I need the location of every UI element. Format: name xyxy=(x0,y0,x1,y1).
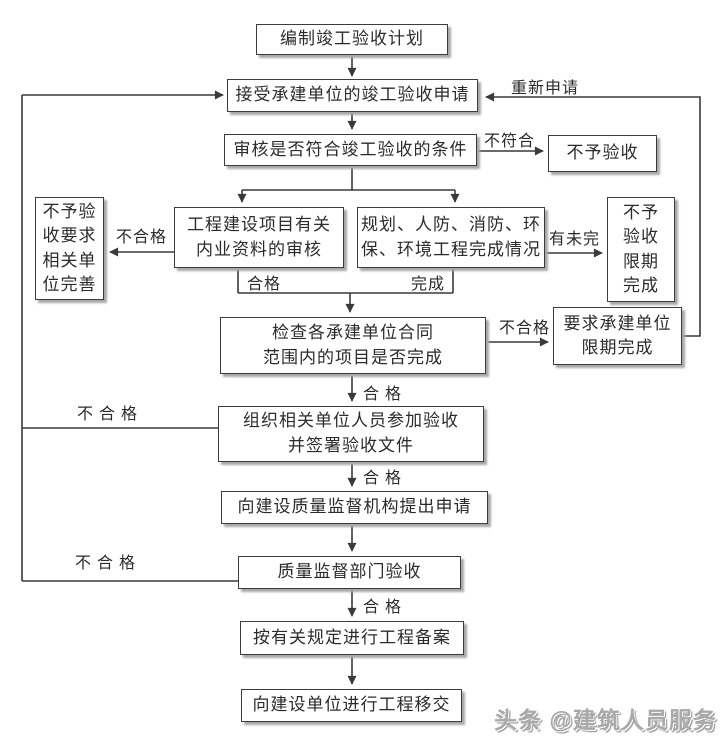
edge-label-unfinished: 有未完 xyxy=(549,231,601,248)
step-apply-quality-supervision: 向建设质量监督机构提出申请 xyxy=(221,491,488,524)
edge-label-reapply: 重新申请 xyxy=(511,80,580,97)
toutiao-watermark: 头条 @建筑人员服务 xyxy=(494,707,717,733)
arrow-reapply-loop xyxy=(485,92,701,337)
edge-label-qualified-sign: 合 格 xyxy=(363,470,403,487)
step-prepare-acceptance-plan: 编制竣工验收计划 xyxy=(256,24,448,55)
step-no-acceptance-deadline: 不予 验收 限期 完成 xyxy=(607,197,675,302)
edge-label-qualified-docs: 合格 xyxy=(247,276,282,293)
edge-label-unqualified-docs: 不合格 xyxy=(116,229,168,246)
step-project-filing: 按有关规定进行工程备案 xyxy=(240,621,464,655)
merge-line-branches-to-check xyxy=(237,268,454,294)
edge-label-not-conform: 不符合 xyxy=(484,133,536,150)
edge-label-unqualified-scope: 不合格 xyxy=(499,320,551,337)
step-review-internal-documents: 工程建设项目有关 内业资料的审核 xyxy=(174,207,344,268)
step-project-handover: 向建设单位进行工程移交 xyxy=(241,689,462,722)
edge-label-qualified-scope: 合 格 xyxy=(363,386,403,403)
split-line-review-to-branches xyxy=(242,166,455,191)
step-require-contractor-deadline: 要求承建单位 限期完成 xyxy=(553,307,682,365)
left-feedback-line xyxy=(21,95,238,582)
step-no-acceptance-improve: 不予验 收要求 相关单 位完善 xyxy=(35,197,104,300)
step-review-conditions: 审核是否符合竣工验收的条件 xyxy=(224,134,477,166)
edge-label-unqualified-quality: 不 合 格 xyxy=(75,555,137,572)
step-check-contract-scope: 检查各承建单位合同 范围内的项目是否完成 xyxy=(220,317,486,374)
step-special-works-completion: 规划、人防、消防、环 保、环境工程完成情况 xyxy=(357,207,545,268)
edge-label-completed: 完成 xyxy=(411,276,446,293)
step-quality-dept-acceptance: 质量监督部门验收 xyxy=(238,556,461,589)
step-organize-acceptance-signing: 组织相关单位人员参加验收 并签署验收文件 xyxy=(218,406,484,462)
step-no-acceptance: 不予验收 xyxy=(548,135,657,172)
step-accept-application: 接受承建单位的竣工验收申请 xyxy=(227,79,478,112)
edge-label-qualified-quality: 合 格 xyxy=(363,599,403,616)
edge-label-unqualified-sign: 不 合 格 xyxy=(77,406,139,423)
